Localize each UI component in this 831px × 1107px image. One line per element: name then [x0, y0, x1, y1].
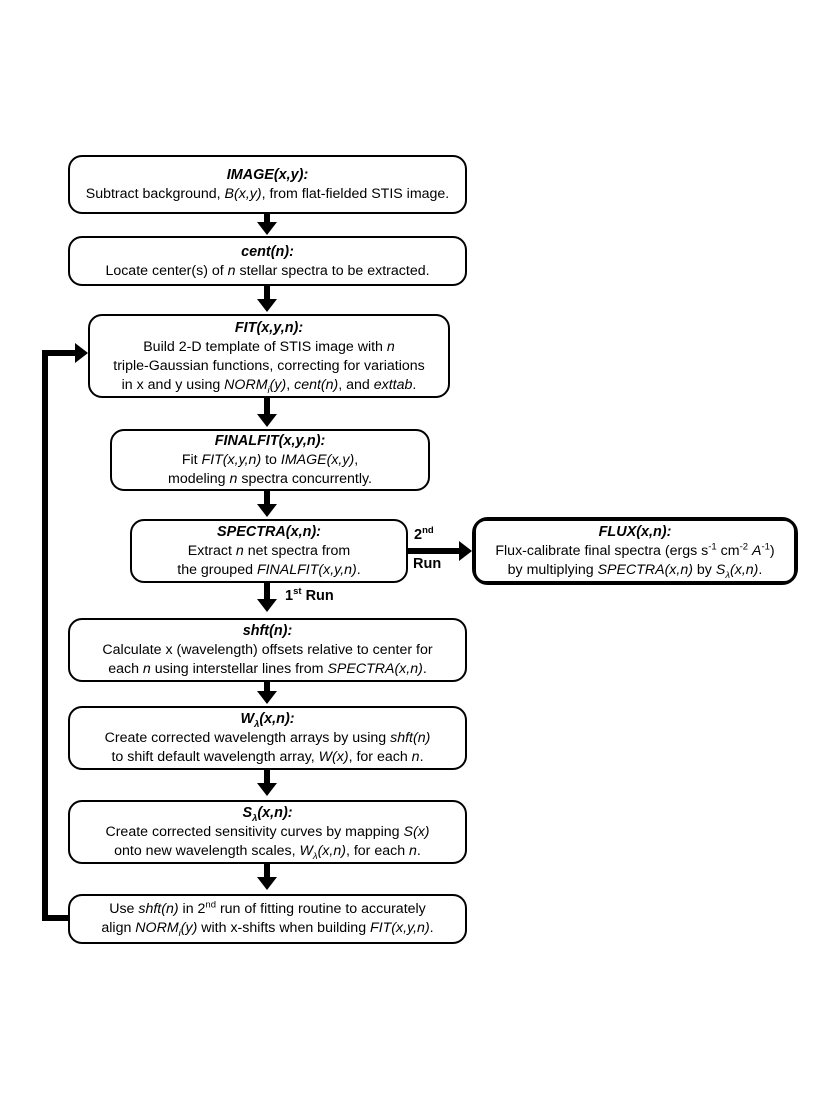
edge-spectra-to-shft-arrowhead	[257, 599, 277, 612]
node-flux[interactable]: FLUX(x,n): Flux-calibrate final spectra …	[472, 517, 798, 585]
node-shft-line-2: each n using interstellar lines from SPE…	[108, 661, 427, 677]
node-fit[interactable]: FIT(x,y,n): Build 2-D template of STIS i…	[88, 314, 450, 398]
edge-finalfit-to-spectra-arrowhead	[257, 504, 277, 517]
edge-cent-to-fit-line	[264, 286, 270, 300]
node-shft-header: shft(n):	[242, 623, 293, 639]
node-cent[interactable]: cent(n): Locate center(s) of n stellar s…	[68, 236, 467, 286]
node-wlam-line-1: Create corrected wavelength arrays by us…	[104, 730, 431, 746]
feedback-edge-arrowhead	[75, 343, 88, 363]
second-run-word: Run	[413, 556, 442, 572]
node-shft[interactable]: shft(n): Calculate x (wavelength) offset…	[68, 618, 467, 682]
node-flux-line-1: Flux-calibrate final spectra (ergs s-1 c…	[495, 541, 775, 559]
first-run-ordinal: 1	[285, 588, 294, 604]
edge-spectra-to-flux-line	[408, 548, 462, 554]
node-secondrun[interactable]: Use shft(n) in 2nd run of fitting routin…	[68, 894, 467, 944]
edge-finalfit-to-spectra-line	[264, 491, 270, 505]
edge-label-second-run: 2nd	[414, 525, 434, 544]
edge-image-to-cent-line	[264, 214, 270, 226]
node-cent-line-1: Locate center(s) of n stellar spectra to…	[105, 262, 430, 279]
node-image[interactable]: IMAGE(x,y): Subtract background, B(x,y),…	[68, 155, 467, 214]
node-image-header: IMAGE(x,y):	[226, 167, 309, 183]
node-spectra-line-1: Extract n net spectra from	[187, 543, 351, 559]
edge-slam-to-secondrun-line	[264, 864, 270, 878]
node-slam-line-2: onto new wavelength scales, Wλ(x,n), for…	[114, 843, 421, 862]
node-finalfit-line-2: modeling n spectra concurrently.	[168, 471, 372, 487]
node-secondrun-line-1: Use shft(n) in 2nd run of fitting routin…	[109, 899, 426, 917]
edge-label-second-run-word: Run	[413, 556, 441, 573]
node-slam-header: Sλ(x,n):	[242, 805, 293, 824]
node-spectra-line-2: the grouped FINALFIT(x,y,n).	[177, 562, 361, 578]
edge-wlam-to-slam-line	[264, 770, 270, 784]
node-slam[interactable]: Sλ(x,n): Create corrected sensitivity cu…	[68, 800, 467, 864]
edge-wlam-to-slam-arrowhead	[257, 783, 277, 796]
node-shft-line-1: Calculate x (wavelength) offsets relativ…	[102, 642, 433, 658]
second-run-ordinal: 2	[414, 527, 423, 543]
node-spectra-header: SPECTRA(x,n):	[217, 524, 321, 540]
node-slam-line-1: Create corrected sensitivity curves by m…	[105, 824, 430, 840]
node-image-line-1: Subtract background, B(x,y), from flat-f…	[85, 186, 450, 202]
edge-spectra-to-flux-arrowhead	[459, 541, 472, 561]
edge-shft-to-wlam-arrowhead	[257, 691, 277, 704]
feedback-edge-top-segment	[42, 350, 78, 356]
edge-cent-to-fit-arrowhead	[257, 299, 277, 312]
edge-label-first-run: 1st Run	[285, 586, 334, 605]
edge-image-to-cent-arrowhead	[257, 222, 277, 235]
first-run-word: Run	[305, 588, 334, 604]
node-fit-line-2: triple-Gaussian functions, correcting fo…	[113, 357, 425, 374]
node-finalfit[interactable]: FINALFIT(x,y,n): Fit FIT(x,y,n) to IMAGE…	[110, 429, 430, 491]
node-flux-line-2: by multiplying SPECTRA(x,n) by Sλ(x,n).	[507, 562, 763, 581]
node-finalfit-header: FINALFIT(x,y,n):	[214, 433, 326, 449]
node-fit-header: FIT(x,y,n):	[234, 319, 304, 336]
node-flux-inner: FLUX(x,n): Flux-calibrate final spectra …	[474, 519, 796, 583]
node-cent-header: cent(n):	[241, 243, 294, 260]
node-secondrun-line-2: align NORMi(y) with x-shifts when buildi…	[101, 920, 434, 939]
node-fit-line-3: in x and y using NORMi(y), cent(n), and …	[121, 376, 417, 396]
edge-spectra-to-shft-line	[264, 583, 270, 600]
feedback-edge-vertical-segment	[42, 350, 48, 921]
node-flux-header: FLUX(x,n):	[598, 524, 672, 540]
node-fit-line-1: Build 2-D template of STIS image with n	[143, 338, 395, 355]
node-wlam-line-2: to shift default wavelength array, W(x),…	[111, 749, 424, 765]
edge-fit-to-finalfit-arrowhead	[257, 414, 277, 427]
node-spectra[interactable]: SPECTRA(x,n): Extract n net spectra from…	[130, 519, 408, 583]
first-run-suffix: st	[293, 586, 302, 598]
node-finalfit-line-1: Fit FIT(x,y,n) to IMAGE(x,y),	[181, 452, 359, 468]
node-wlam-header: Wλ(x,n):	[240, 711, 295, 730]
edge-shft-to-wlam-line	[264, 682, 270, 694]
edge-slam-to-secondrun-arrowhead	[257, 877, 277, 890]
edge-fit-to-finalfit-line	[264, 398, 270, 415]
node-wlam[interactable]: Wλ(x,n): Create corrected wavelength arr…	[68, 706, 467, 770]
second-run-suffix: nd	[422, 525, 434, 537]
